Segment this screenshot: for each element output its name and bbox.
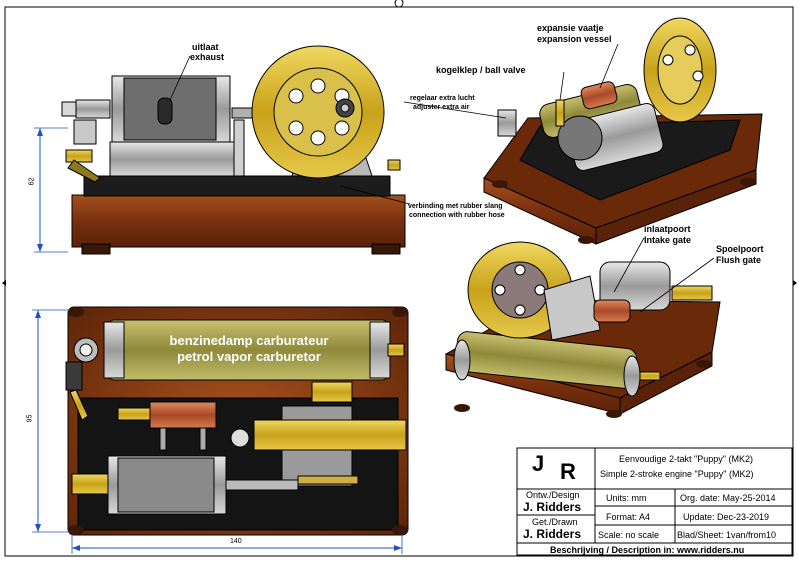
iso-view-front bbox=[444, 237, 721, 418]
front-view bbox=[34, 45, 411, 255]
frame-mark-right bbox=[793, 280, 797, 286]
logo-j: J bbox=[532, 451, 545, 476]
label-adjuster-en: adjuster extra air bbox=[413, 104, 470, 111]
design-label: Ontw./Design bbox=[526, 490, 580, 500]
label-intake-nl: inlaatpoort bbox=[644, 224, 691, 234]
frame-mark-top bbox=[394, 0, 404, 8]
format: Format: A4 bbox=[606, 512, 651, 522]
design-name: J. Ridders bbox=[523, 500, 582, 514]
drawn-label: Get./Drawn bbox=[532, 517, 578, 527]
label-exhaust-en: exhaust bbox=[190, 52, 225, 62]
drawn-name: J. Ridders bbox=[523, 527, 582, 541]
scale: Scale: no scale bbox=[598, 530, 660, 540]
title-en: Simple 2-stroke engine "Puppy" (MK2) bbox=[600, 469, 754, 479]
label-flush-nl: Spoelpoort bbox=[716, 244, 764, 254]
update-date: Update: Dec-23-2019 bbox=[683, 512, 770, 522]
org-date: Org. date: May-25-2014 bbox=[680, 493, 776, 503]
label-hose-en: connection with rubber hose bbox=[409, 212, 505, 219]
title-nl: Eenvoudige 2-takt "Puppy" (MK2) bbox=[619, 454, 753, 464]
carburetor-label: benzinedamp carburateur petrol vapor car… bbox=[118, 333, 380, 365]
label-adjuster-nl: regelaar extra lucht bbox=[410, 95, 475, 102]
label-expansion-nl: expansie vaatje bbox=[537, 23, 604, 33]
logo-r: R bbox=[560, 459, 576, 484]
label-exhaust-nl: uitlaat bbox=[192, 42, 219, 52]
iso-view-rear bbox=[403, 17, 763, 245]
frame-mark-left bbox=[2, 280, 6, 286]
dim-width-top: 140 bbox=[230, 538, 242, 545]
dim-depth-top: 95 bbox=[26, 414, 34, 423]
label-ball-valve: kogelklep / ball valve bbox=[436, 65, 526, 75]
units: Units: mm bbox=[606, 493, 647, 503]
description-link[interactable]: Beschrijving / Description in: www.ridde… bbox=[550, 545, 745, 555]
title-block bbox=[516, 447, 793, 556]
label-expansion-en: expansion vessel bbox=[537, 34, 612, 44]
sheet-number: Blad/Sheet: 1van/from10 bbox=[677, 530, 777, 540]
top-view bbox=[32, 306, 409, 554]
dim-height-front: 62 bbox=[28, 177, 36, 186]
label-intake-en: Intake gate bbox=[644, 235, 692, 245]
carburetor-label-en: petrol vapor carburetor bbox=[177, 349, 321, 364]
label-flush-en: Flush gate bbox=[716, 255, 762, 265]
label-hose-nl: verbinding met rubber slang bbox=[408, 203, 503, 210]
carburetor-label-nl: benzinedamp carburateur bbox=[169, 333, 329, 348]
